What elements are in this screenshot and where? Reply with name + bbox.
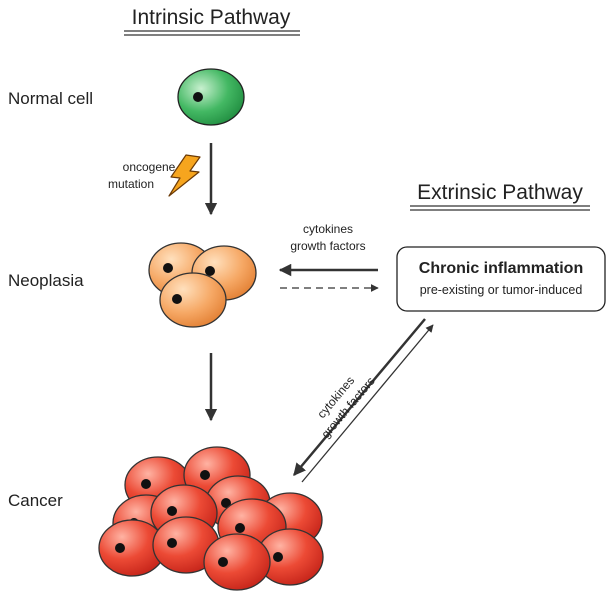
arrow-cancer-to-inflammation [301, 324, 434, 483]
nucleus [193, 92, 203, 102]
signals-diag-label: cytokines growth factors [314, 374, 377, 441]
stage-label-cancer: Cancer [8, 491, 63, 510]
normal-cell [177, 68, 245, 126]
inflammation-title: Chronic inflammation [419, 260, 583, 277]
oncogene-label-1: oncogene [123, 160, 176, 174]
neoplasia-cells [148, 242, 257, 328]
signals-top-label-2: growth factors [290, 239, 365, 253]
stage-label-normal: Normal cell [8, 89, 93, 108]
inflammation-subtitle: pre-existing or tumor-induced [420, 283, 583, 297]
arrow-inflammation-to-cancer [293, 318, 426, 476]
cancer-cells [98, 446, 324, 591]
inflammation-box: Chronic inflammation pre-existing or tum… [396, 246, 606, 312]
oncogene-label-2: mutation [108, 177, 154, 191]
stage-label-neoplasia: Neoplasia [8, 271, 84, 290]
signals-top-label-1: cytokines [303, 222, 353, 236]
lightning-bolt-icon [168, 154, 201, 197]
extrinsic-title: Extrinsic Pathway [417, 181, 583, 204]
intrinsic-title: Intrinsic Pathway [132, 6, 291, 29]
